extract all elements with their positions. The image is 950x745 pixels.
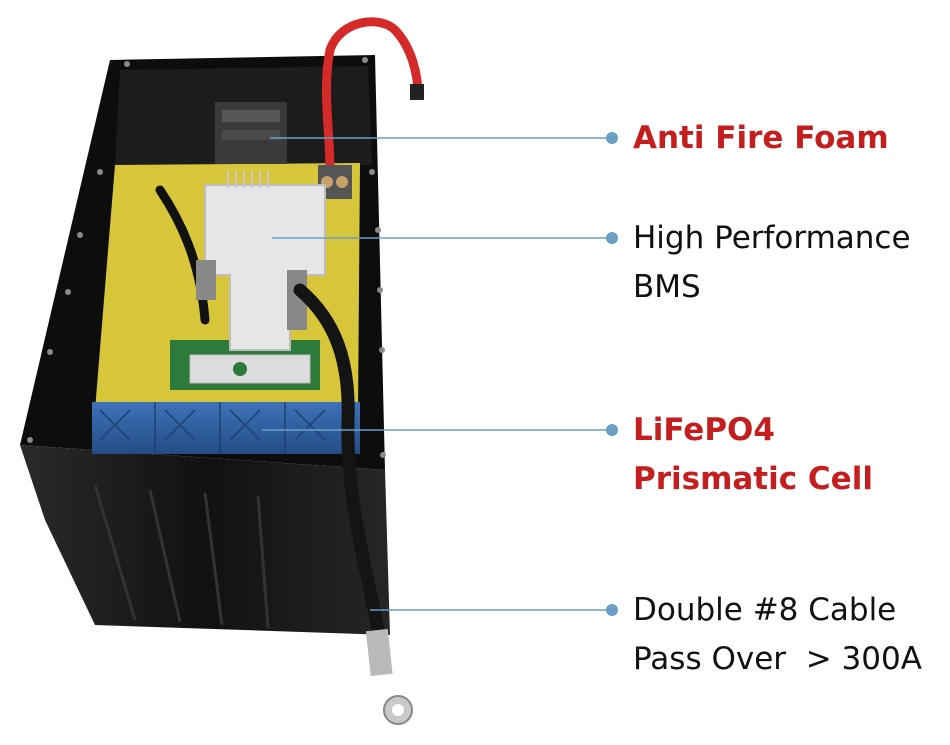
lifepo4-cells [92,402,360,454]
callout-line: BMS [633,269,701,305]
leader-dot-foam [606,132,618,144]
anti-fire-foam-block [215,102,287,164]
callout-line: Anti Fire Foam [633,120,889,156]
bms-board [170,170,326,390]
double-8-cable [293,283,413,725]
callout-line: Double #8 Cable [633,592,897,628]
callout-line: Prismatic Cell [633,461,873,497]
callout-leader-lines [262,132,618,616]
callout-lifepo4-prismatic-cell: LiFePO4 Prismatic Cell [633,406,873,504]
internal-cable-left [155,185,210,325]
callout-line: High Performance [633,220,911,256]
leader-dot-bms [606,232,618,244]
callout-double-8-cable: Double #8 Cable Pass Over > 300A [633,586,922,684]
callout-line: LiFePO4 [633,412,775,448]
callout-line: Pass Over > 300A [633,641,922,677]
leader-dot-cable [606,604,618,616]
callout-high-performance-bms: High Performance BMS [633,214,911,312]
callout-anti-fire-foam: Anti Fire Foam [633,114,889,163]
red-cable [321,17,423,175]
leader-dot-cell [606,424,618,436]
